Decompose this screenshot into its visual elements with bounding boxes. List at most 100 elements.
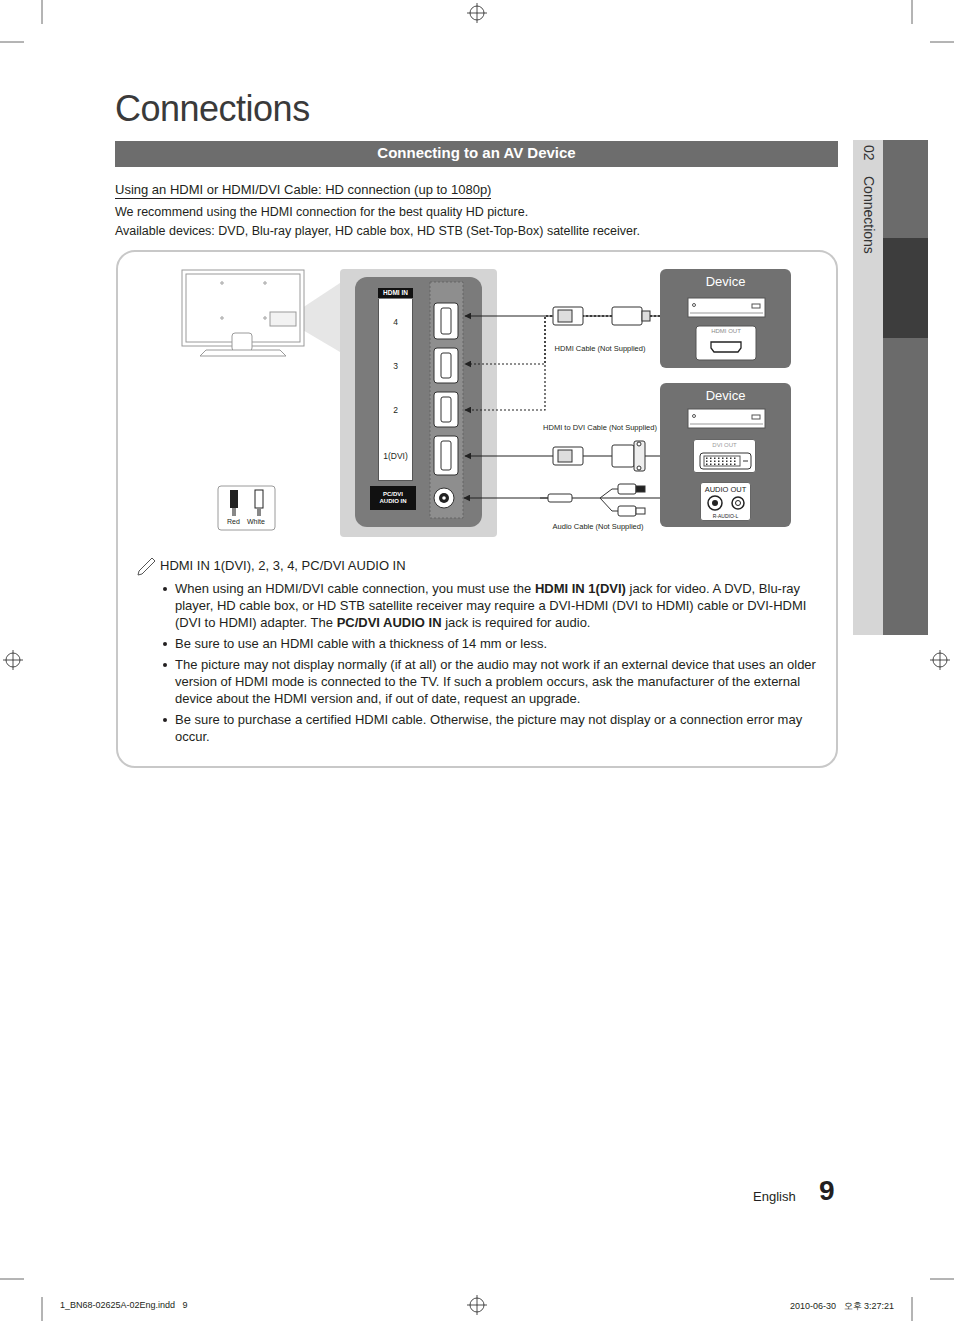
drawing-line — [477, 3, 478, 23]
drawing-rect — [441, 308, 451, 334]
drawing-line — [912, 0, 913, 24]
hdmi-cable — [553, 307, 650, 325]
hdmi-in-column: HDMI IN4321(DVI) — [378, 288, 463, 480]
drawing-circle — [732, 497, 744, 509]
print-slug: 1_BN68-02625A-02Eng.indd 9 — [60, 1300, 188, 1310]
drawing-rect — [883, 140, 928, 635]
note-text: jack is required for audio. — [445, 615, 590, 630]
page-title: Connections — [115, 88, 310, 130]
drawing-circle — [637, 466, 641, 470]
drawing-rect — [434, 348, 458, 383]
drawing-line — [940, 650, 941, 670]
drawing-line — [0, 42, 24, 43]
drawing-rect — [710, 464, 712, 466]
drawing-circle — [434, 488, 454, 508]
registration-marks — [3, 3, 950, 1315]
jack-strip — [430, 282, 463, 518]
device-box: DeviceDVI OUTAUDIO OUTR-AUDIO-L — [660, 383, 791, 527]
bullet-item: Be sure to use an HDMI cable with a thic… — [160, 635, 822, 652]
drawing-rect — [553, 307, 583, 325]
drawing-rect — [726, 464, 728, 466]
drawing-line — [13, 650, 14, 670]
drawing-rect — [558, 450, 572, 462]
drawing-rect — [752, 415, 760, 419]
drawing-line — [930, 42, 954, 43]
drawing-circle — [736, 501, 741, 506]
side-tab — [853, 140, 928, 635]
drawing-rect — [853, 140, 883, 635]
drawing-circle — [693, 304, 696, 307]
device-box: DeviceHDMI OUT — [660, 269, 791, 368]
drawing-line — [930, 1279, 954, 1280]
drawing-rect — [714, 464, 716, 466]
hdmi-port: 1(DVI) — [378, 432, 463, 481]
drawing-rect — [730, 464, 732, 466]
drawing-rect — [700, 453, 751, 469]
drawing-rect — [718, 458, 720, 460]
node-label: DVI OUT — [694, 442, 755, 448]
note-text: Be sure to use an HDMI cable with a thic… — [175, 636, 547, 651]
drawing-rect — [232, 508, 236, 516]
drawing-rect — [186, 274, 300, 342]
section-band: Connecting to an AV Device — [115, 141, 838, 167]
hdmi-port: 4 — [378, 299, 463, 345]
drawing-rect — [636, 486, 645, 492]
drawing-circle — [637, 442, 641, 446]
text-label: Using an HDMI or HDMI/DVI Cable: HD conn… — [115, 182, 491, 199]
drawing-rect — [553, 447, 583, 465]
drawing-circle — [693, 415, 696, 418]
audio-out-panel: AUDIO OUTR-AUDIO-L — [700, 482, 751, 521]
drawing-circle — [712, 500, 718, 506]
drawing-rect — [255, 490, 263, 508]
drawing-rect — [688, 298, 765, 317]
node-sublabel: R-AUDIO-L — [701, 513, 750, 519]
rca-plug-box — [218, 486, 275, 530]
dvi-out-panel: DVI OUT — [693, 439, 756, 473]
cable-label: HDMI Cable (Not Supplied) — [550, 344, 650, 353]
drawing-rect — [230, 490, 238, 508]
node-label: 3 — [378, 344, 413, 389]
drawing-circle — [221, 282, 223, 284]
drawing-rect — [612, 307, 642, 325]
hdmi-port: 2 — [378, 388, 463, 433]
note-text: Be sure to purchase a certified HDMI cab… — [175, 712, 802, 744]
drawing-rect — [634, 441, 645, 471]
drawing-circle — [264, 282, 266, 284]
cable-label: Audio Cable (Not Supplied) — [548, 522, 648, 531]
zoom-panel — [340, 269, 497, 537]
note-pencil-icon — [138, 558, 155, 575]
drawing-rect — [548, 494, 572, 502]
drawing-rect — [706, 464, 708, 466]
plug-color-label: Red — [227, 518, 240, 525]
drawing-rect — [722, 458, 724, 460]
node-label: Connecting to an AV Device — [115, 141, 838, 165]
drawing-rect — [441, 441, 451, 470]
drawing-rect — [722, 461, 724, 463]
drawing-rect — [752, 304, 760, 308]
drawing-rect — [714, 461, 716, 463]
drawing-line — [912, 1297, 913, 1321]
hdmi-dvi-cable — [553, 441, 645, 471]
drawing-rect — [734, 461, 736, 463]
drawing-rect — [726, 461, 728, 463]
bold-term: PC/DVI AUDIO IN — [337, 615, 442, 630]
drawing-rect — [734, 464, 736, 466]
drawing-rect — [441, 353, 451, 378]
jack-panel — [355, 277, 482, 527]
text-label: HDMI IN 1(DVI), 2, 3, 4, PC/DVI AUDIO IN — [160, 558, 406, 573]
drawing-path — [600, 489, 618, 511]
content-panel — [117, 251, 837, 767]
drawing-rect — [618, 506, 636, 516]
audio-cable — [540, 484, 645, 516]
drawing-rect — [232, 333, 252, 351]
drawing-rect — [718, 461, 720, 463]
drawing-rect — [726, 458, 728, 460]
bullet-item: Be sure to purchase a certified HDMI cab… — [160, 711, 822, 745]
drawing-circle — [439, 493, 449, 503]
drawing-rect — [434, 303, 458, 339]
drawing-rect — [706, 461, 708, 463]
note-bullets: When using an HDMI/DVI cable connection,… — [160, 580, 822, 749]
drawing-rect — [218, 486, 275, 530]
drawing-rect — [257, 508, 261, 516]
